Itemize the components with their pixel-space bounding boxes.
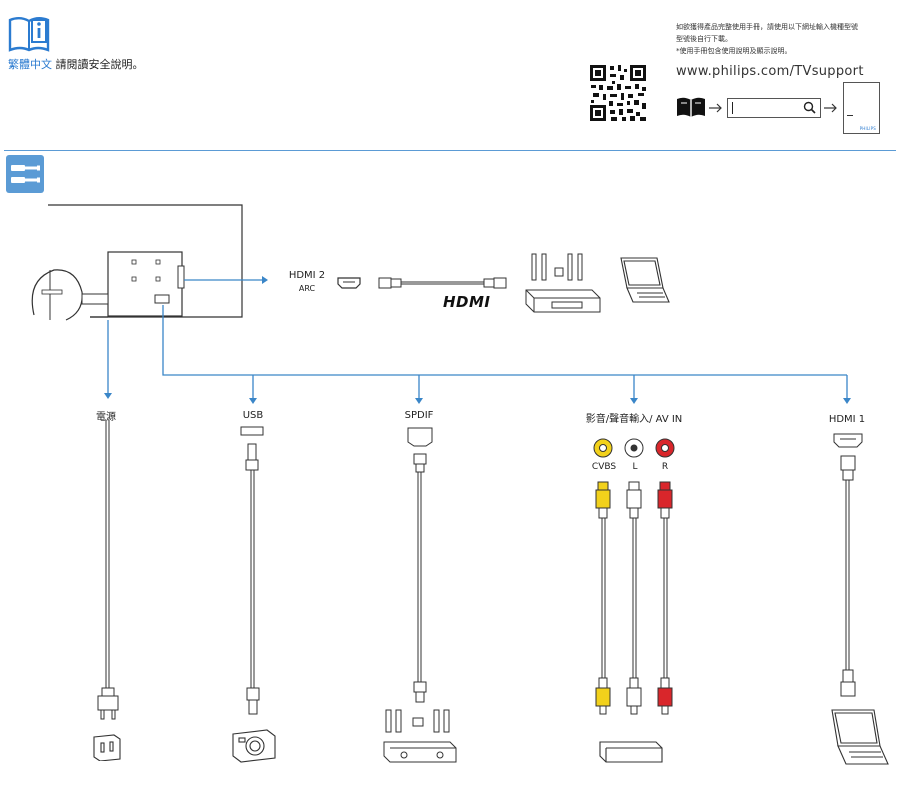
support-url[interactable]: www.philips.com/TVsupport [676, 64, 864, 79]
power-outlet-icon [93, 734, 121, 761]
tv-back-panel [31, 204, 243, 321]
search-icon [803, 101, 816, 114]
audio-system-icon [383, 709, 457, 763]
language-label[interactable]: 繁體中文 [8, 58, 52, 71]
manual-document[interactable]: PHILIPS [843, 82, 880, 134]
arrow-right-icon [824, 103, 837, 113]
spdif-label: SPDIF [404, 410, 434, 421]
safety-note: 請閱讀安全說明。 [55, 58, 144, 71]
usb-label: USB [242, 410, 264, 421]
cvbs-label: CVBS [591, 462, 617, 472]
power-cable [97, 420, 119, 720]
hdmi1-label: HDMI 1 [828, 414, 866, 425]
camera-icon [232, 729, 276, 763]
qr-code-icon [588, 63, 648, 123]
home-theater-icon [525, 253, 601, 313]
av-jacks [593, 438, 675, 458]
info-book-icon [8, 17, 50, 52]
audio-left-label: L [632, 462, 638, 472]
arc-label: ARC [298, 284, 316, 293]
top-note-line: *使用手冊包含使用說明及顯示說明。 [676, 47, 792, 55]
section-divider [4, 150, 896, 151]
hdmi1-cable [833, 433, 863, 697]
hdmi-cable [378, 277, 507, 289]
search-box[interactable] [727, 98, 821, 118]
audio-right-label: R [661, 462, 669, 472]
connection-cable-icon [6, 155, 44, 193]
laptop-icon [831, 709, 889, 765]
open-book-icon [677, 97, 705, 117]
hdmi2-label: HDMI 2 [288, 270, 326, 281]
laptop-icon [620, 257, 670, 303]
video-player-icon [599, 741, 663, 763]
hdmi-logo: HDMI [443, 293, 491, 311]
top-note-line: 型號後自行下載。 [676, 35, 732, 43]
rca-cables [595, 481, 673, 715]
arrow-right-icon [709, 103, 722, 113]
power-label: 電源 [96, 412, 116, 423]
hdmi-port-icon [337, 277, 361, 289]
av-in-label: 影音/聲音輸入/ AV IN [585, 414, 683, 425]
philips-logo: PHILIPS [859, 126, 876, 131]
language-note: 繁體中文 請閱讀安全說明。 [8, 56, 144, 72]
top-note-line: 如欲獲得產品完整使用手冊，請使用以下網址輸入機種型號 [676, 23, 858, 31]
spdif-optical-cable [407, 427, 433, 703]
usb-cable [240, 426, 264, 715]
